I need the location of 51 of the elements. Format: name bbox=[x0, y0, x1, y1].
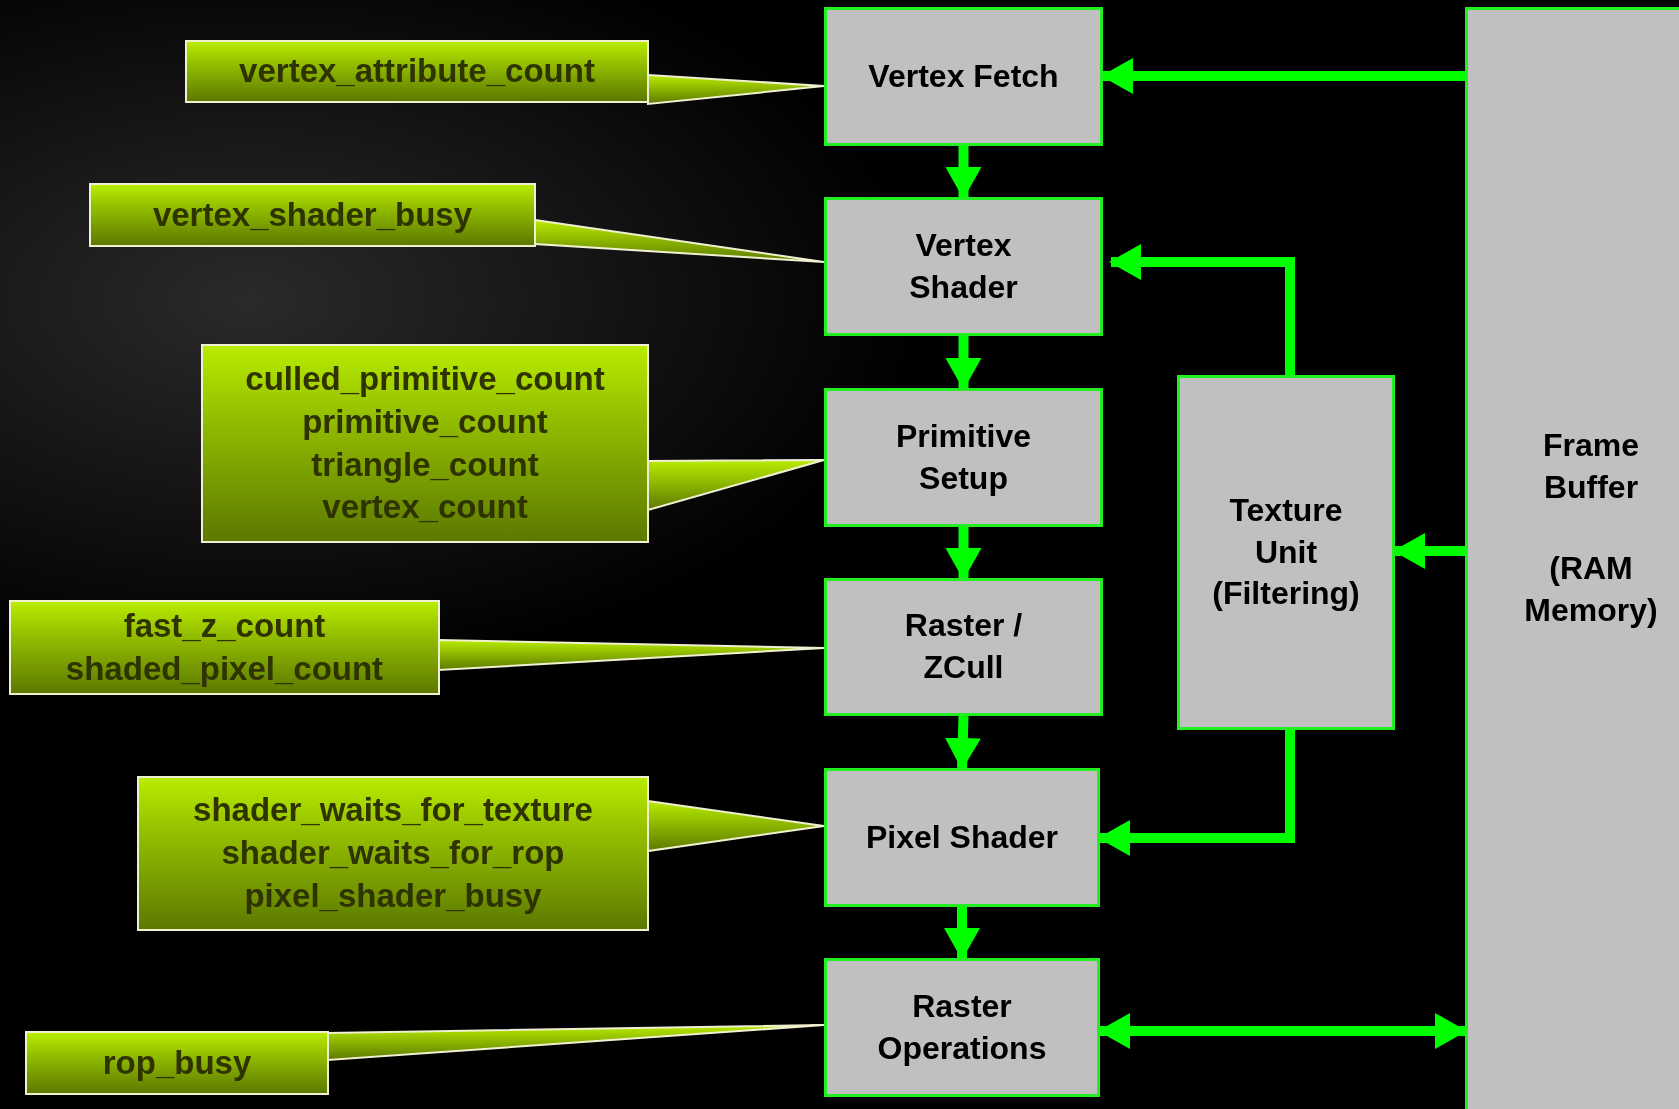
counter-name: shaded_pixel_count bbox=[65, 648, 384, 689]
counter-name: shader_waits_for_rop bbox=[221, 833, 565, 874]
arrow bbox=[944, 715, 981, 770]
block-label: Vertex Shader bbox=[908, 225, 1019, 307]
arrow bbox=[945, 336, 982, 390]
counter-callout bbox=[201, 344, 649, 543]
arrow bbox=[1109, 244, 1295, 375]
counter-name: primitive_count bbox=[302, 401, 548, 442]
counter-name: vertex_shader_busy bbox=[152, 194, 473, 235]
counter-callout bbox=[185, 40, 649, 103]
counter-name: pixel_shader_busy bbox=[244, 875, 542, 916]
arrow bbox=[1098, 1013, 1467, 1049]
process-box bbox=[824, 197, 1103, 336]
process-box bbox=[824, 578, 1103, 716]
leader-line bbox=[438, 638, 825, 672]
process-box bbox=[1177, 375, 1395, 730]
block-label: Frame Buffer bbox=[1541, 426, 1640, 507]
process-box bbox=[1465, 7, 1679, 1109]
counter-name: culled_primitive_count bbox=[245, 358, 605, 399]
counter-callout bbox=[137, 776, 649, 931]
leader-line bbox=[647, 799, 825, 853]
block-label: Texture Unit (Filtering) bbox=[1211, 491, 1361, 614]
leader-line bbox=[327, 1024, 825, 1062]
leader-line bbox=[534, 218, 825, 263]
counter-callout bbox=[89, 183, 536, 247]
counter-name: triangle_count bbox=[311, 444, 539, 485]
arrow bbox=[1393, 533, 1465, 569]
block-label: Vertex Fetch bbox=[868, 56, 1059, 96]
block-label: Raster / ZCull bbox=[903, 606, 1024, 687]
arrow bbox=[1101, 58, 1465, 94]
arrow bbox=[945, 146, 982, 199]
counter-callout bbox=[9, 600, 440, 695]
counter-name: fast_z_count bbox=[123, 605, 326, 646]
counter-callout bbox=[25, 1031, 329, 1095]
arrow bbox=[944, 907, 980, 960]
process-box bbox=[824, 388, 1103, 527]
block-label: Pixel Shader bbox=[865, 817, 1059, 857]
leader-line bbox=[647, 73, 825, 106]
counter-name: shader_waits_for_texture bbox=[193, 790, 593, 831]
process-box bbox=[824, 768, 1100, 907]
process-box bbox=[824, 958, 1100, 1097]
leader-line bbox=[647, 459, 825, 512]
arrow bbox=[945, 527, 982, 580]
block-label: (RAM Memory) bbox=[1523, 549, 1659, 630]
counter-name: rop_busy bbox=[102, 1042, 252, 1083]
arrow bbox=[1098, 730, 1295, 856]
counter-name: vertex_attribute_count bbox=[239, 51, 595, 92]
block-label: Raster Operations bbox=[876, 986, 1048, 1068]
process-box bbox=[824, 7, 1103, 146]
block-label: Primitive Setup bbox=[894, 416, 1033, 498]
counter-name: vertex_count bbox=[322, 487, 528, 528]
